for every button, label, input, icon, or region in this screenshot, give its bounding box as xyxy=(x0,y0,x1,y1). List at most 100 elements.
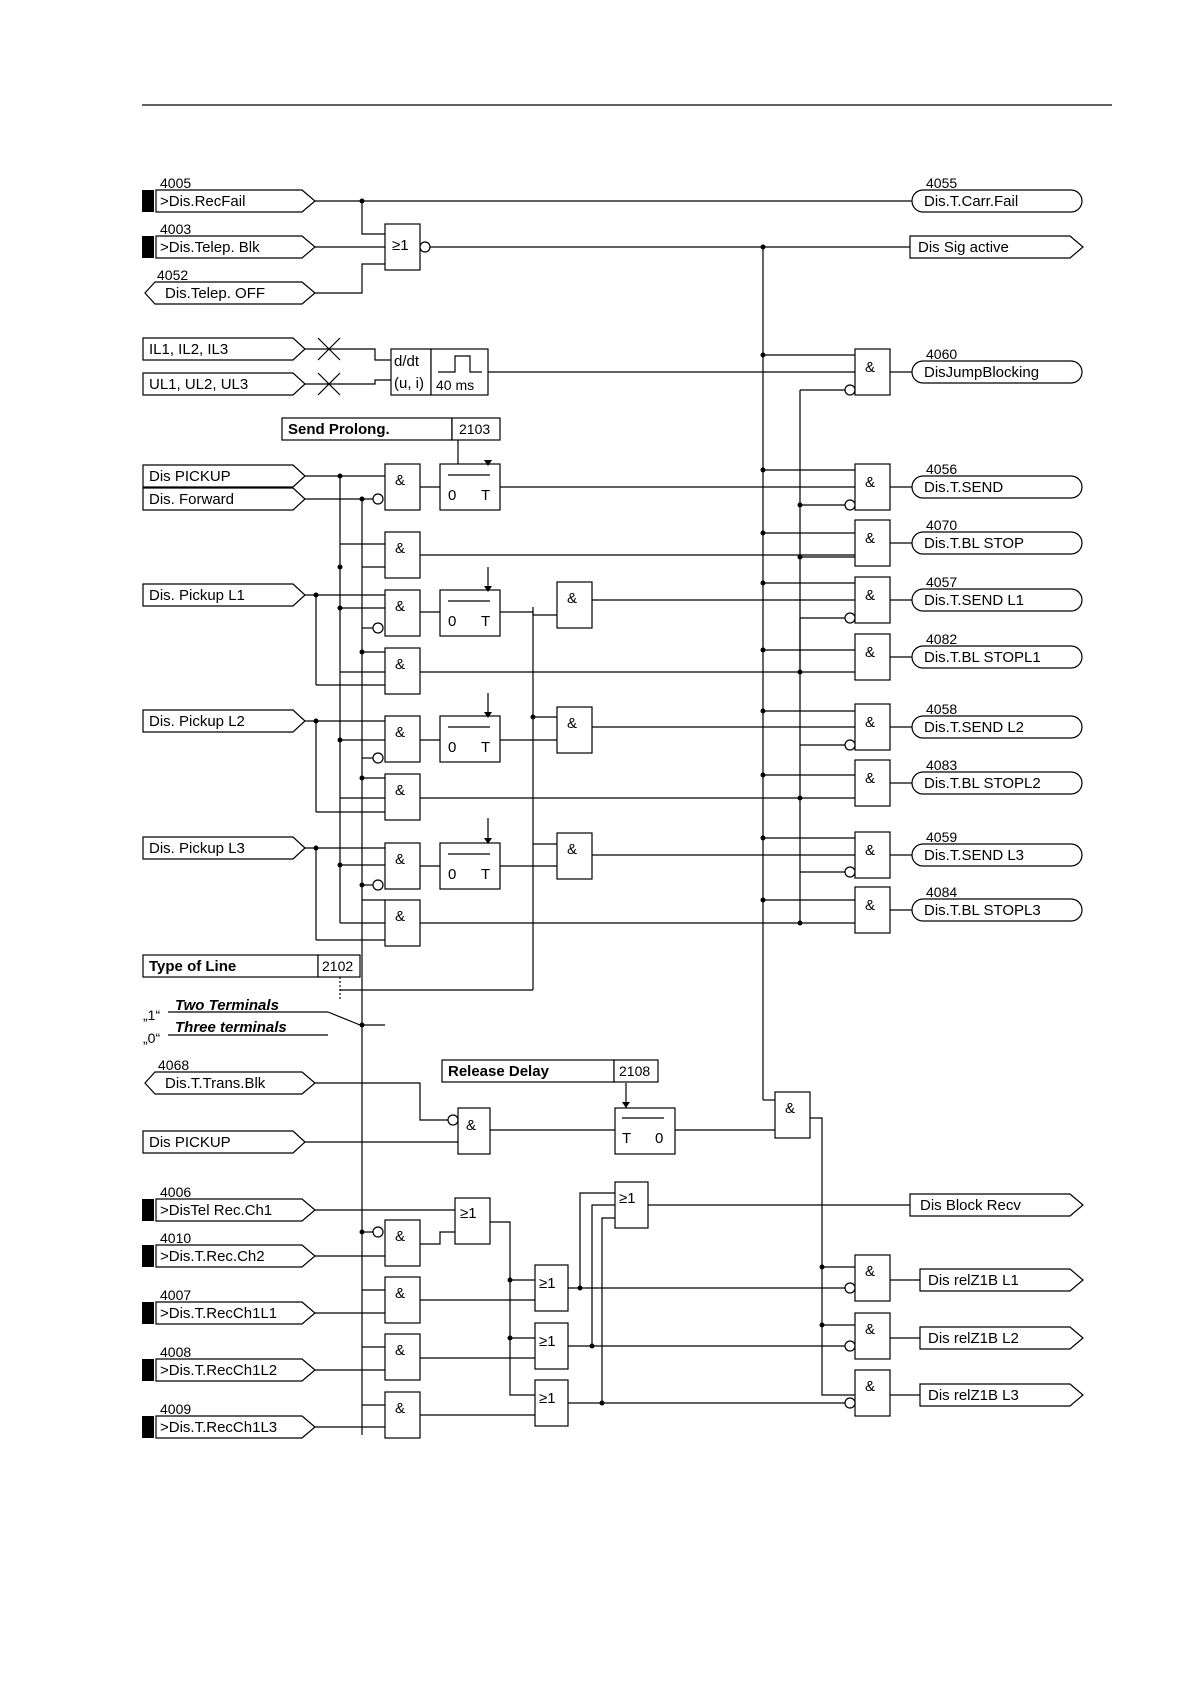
gates: ≥1 d/dt (u, i) 40 ms & & & & & & & & 0 xyxy=(372,223,891,1439)
pulse-block: 40 ms xyxy=(436,377,474,393)
trans-blk-label: Dis.T.Trans.Blk xyxy=(165,1075,266,1092)
currents-label: IL1, IL2, IL3 xyxy=(149,341,228,358)
send-l3-num: 4059 xyxy=(926,829,957,845)
relz1b-l2-label: Dis relZ1B L2 xyxy=(928,1330,1019,1347)
negation-circle xyxy=(447,1114,459,1126)
bl-stop-l2-num: 4083 xyxy=(926,757,957,773)
and-gate: & xyxy=(865,1321,875,1338)
timer-zero: 0 xyxy=(448,866,456,883)
binary-input-marker xyxy=(142,1359,154,1381)
and-gate: & xyxy=(567,715,577,732)
binary-input-marker xyxy=(142,1199,154,1221)
and-gate: & xyxy=(395,908,405,925)
or-gate: ≥1 xyxy=(392,237,409,254)
send-l2-label: Dis.T.SEND L2 xyxy=(924,719,1024,736)
rec-ch1l3-label: >Dis.T.RecCh1L3 xyxy=(160,1419,277,1436)
send-prolong-addr: 2103 xyxy=(459,421,490,437)
carr-fail-label: Dis.T.Carr.Fail xyxy=(924,193,1018,210)
type-of-line-label: Type of Line xyxy=(149,958,236,975)
and-gate: & xyxy=(567,590,577,607)
binary-input-marker xyxy=(142,190,154,212)
telep-blk-label: >Dis.Telep. Blk xyxy=(160,239,260,256)
negation-circle xyxy=(372,752,384,764)
and-gate: & xyxy=(865,587,875,604)
bl-stop-l1-label: Dis.T.BL STOPL1 xyxy=(924,649,1041,666)
sig-active-label: Dis Sig active xyxy=(918,239,1009,256)
and-gate: & xyxy=(395,472,405,489)
negation-circle xyxy=(844,612,856,624)
pickup-l3-label: Dis. Pickup L3 xyxy=(149,840,245,857)
and-gate: & xyxy=(865,359,875,376)
pickup2-label: Dis PICKUP xyxy=(149,1134,231,1151)
binary-input-marker xyxy=(142,236,154,258)
or-gate: ≥1 xyxy=(460,1205,477,1222)
pickup-l1-label: Dis. Pickup L1 xyxy=(149,587,245,604)
binary-input-marker xyxy=(142,1416,154,1438)
timer-zero: 0 xyxy=(448,739,456,756)
rec-fail-num: 4005 xyxy=(160,175,191,191)
release-delay-addr: 2108 xyxy=(619,1063,650,1079)
carr-fail-num: 4055 xyxy=(926,175,957,191)
and-gate: & xyxy=(865,714,875,731)
switch-opt1-key: „1“ xyxy=(143,1007,160,1023)
and-gate: & xyxy=(395,1228,405,1245)
and-gate: & xyxy=(395,598,405,615)
timer-zero: 0 xyxy=(448,487,456,504)
rec-ch1-num: 4006 xyxy=(160,1184,191,1200)
and-gate: & xyxy=(865,1263,875,1280)
and-gate: & xyxy=(865,1378,875,1395)
binary-input-marker xyxy=(142,1302,154,1324)
send-l3-label: Dis.T.SEND L3 xyxy=(924,847,1024,864)
pickup-l2-label: Dis. Pickup L2 xyxy=(149,713,245,730)
send-l1-label: Dis.T.SEND L1 xyxy=(924,592,1024,609)
send-l1-num: 4057 xyxy=(926,574,957,590)
bl-stop-l1-num: 4082 xyxy=(926,631,957,647)
ddt-block: d/dt xyxy=(394,353,420,370)
negation-circle xyxy=(419,241,431,253)
and-gate: & xyxy=(395,1285,405,1302)
or-gate: ≥1 xyxy=(619,1190,636,1207)
send-label: Dis.T.SEND xyxy=(924,479,1003,496)
switch-opt0-label: Three terminals xyxy=(175,1019,287,1036)
rec-ch2-label: >Dis.T.Rec.Ch2 xyxy=(160,1248,265,1265)
and-gate: & xyxy=(395,851,405,868)
jump-blocking-label: DisJumpBlocking xyxy=(924,364,1039,381)
negation-circle xyxy=(844,739,856,751)
voltages-label: UL1, UL2, UL3 xyxy=(149,376,248,393)
and-gate: & xyxy=(865,530,875,547)
rec-ch2-num: 4010 xyxy=(160,1230,191,1246)
bl-stop-l2-label: Dis.T.BL STOPL2 xyxy=(924,775,1041,792)
and-gate: & xyxy=(865,897,875,914)
telep-off-label: Dis.Telep. OFF xyxy=(165,285,265,302)
or-gate: ≥1 xyxy=(539,1333,556,1350)
forward-label: Dis. Forward xyxy=(149,491,234,508)
negation-circle xyxy=(844,1340,856,1352)
timer-t: T xyxy=(622,1130,631,1147)
cross-marks xyxy=(317,337,341,396)
bl-stop-label: Dis.T.BL STOP xyxy=(924,535,1024,552)
timer-t: T xyxy=(481,866,490,883)
and-gate: & xyxy=(395,656,405,673)
and-gate: & xyxy=(865,474,875,491)
send-num: 4056 xyxy=(926,461,957,477)
rec-fail-label: >Dis.RecFail xyxy=(160,193,245,210)
and-gate: & xyxy=(395,1342,405,1359)
bl-stop-l3-num: 4084 xyxy=(926,884,957,900)
timer-zero: 0 xyxy=(448,613,456,630)
negation-circle xyxy=(844,866,856,878)
rec-ch1l1-label: >Dis.T.RecCh1L1 xyxy=(160,1305,277,1322)
rec-ch1l2-label: >Dis.T.RecCh1L2 xyxy=(160,1362,277,1379)
negation-circle xyxy=(372,879,384,891)
timer-zero: 0 xyxy=(655,1130,663,1147)
parameter-boxes: Send Prolong. 2103 Type of Line 2102 Rel… xyxy=(142,417,659,1083)
and-gate: & xyxy=(395,540,405,557)
and-gate: & xyxy=(865,842,875,859)
and-gate: & xyxy=(865,770,875,787)
output-signals: 4055 Dis.T.Carr.Fail Dis Sig active 4060… xyxy=(909,175,1084,1407)
timer-t: T xyxy=(481,487,490,504)
rec-ch1-label: >DisTel Rec.Ch1 xyxy=(160,1202,272,1219)
binary-input-marker xyxy=(142,1245,154,1267)
type-of-line-addr: 2102 xyxy=(322,958,353,974)
negation-circle xyxy=(844,1282,856,1294)
